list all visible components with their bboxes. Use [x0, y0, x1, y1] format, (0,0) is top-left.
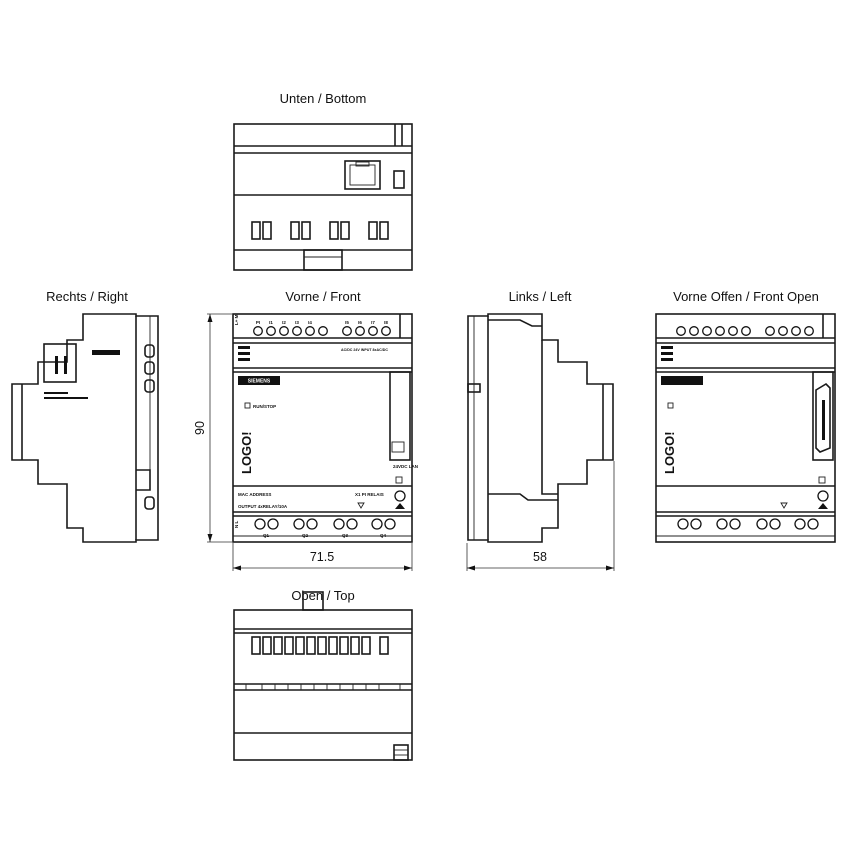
svg-text:Q2: Q2	[302, 533, 309, 538]
svg-text:I8: I8	[384, 320, 388, 325]
bus-label: X1 PI RELAIS	[355, 492, 384, 497]
dimension-width: 71.5	[232, 543, 413, 571]
top-ticks	[261, 684, 380, 690]
svg-text:I1: I1	[269, 320, 273, 325]
svg-text:I7: I7	[371, 320, 375, 325]
label-front-open-view: Vorne Offen / Front Open	[673, 289, 819, 304]
label-bottom-view: Unten / Bottom	[280, 91, 367, 106]
runstop-label: RUN/STOP	[253, 404, 276, 409]
dimension-depth-value: 58	[533, 550, 547, 564]
mac-label: MAC ADDRESS	[238, 492, 271, 497]
front-supply-label: AC/DC 24V INPUT 8xAC/DC	[341, 348, 388, 352]
dimension-height-value: 90	[193, 421, 207, 435]
front-lan-label: 24VDC LAN	[393, 464, 418, 469]
svg-text:PI: PI	[256, 320, 260, 325]
svg-text:I2: I2	[282, 320, 286, 325]
front-input-terminals: L+ M PI I1 I2 I3 I4 I5 I6 I7 I8	[234, 314, 391, 336]
svg-text:L+ M: L+ M	[234, 314, 239, 325]
right-view	[11, 313, 159, 543]
front-cover	[389, 371, 411, 461]
label-front-view: Vorne / Front	[285, 289, 361, 304]
bottom-clips	[251, 221, 389, 240]
svg-text:Q3: Q3	[342, 533, 349, 538]
svg-text:Q4: Q4	[380, 533, 387, 538]
front-output-terminals: N L Q1 Q2 Q3 Q4	[234, 518, 396, 538]
svg-text:I6: I6	[358, 320, 362, 325]
label-right-view: Rechts / Right	[46, 289, 128, 304]
svg-text:Q1: Q1	[263, 533, 270, 538]
front-view: L+ M PI I1 I2 I3 I4 I5 I6 I7 I8 AC/DC 24…	[193, 313, 418, 571]
runstop-led	[244, 402, 251, 409]
top-clips	[251, 636, 389, 655]
svg-text:N L: N L	[234, 521, 239, 529]
siemens-badge	[238, 376, 280, 385]
svg-text:I5: I5	[345, 320, 349, 325]
open-input-terminals	[676, 326, 814, 336]
siemens-brand: SIEMENS	[248, 379, 271, 385]
svg-text:I3: I3	[295, 320, 299, 325]
front-open-view: LOGO!	[655, 313, 836, 543]
dimension-width-value: 71.5	[310, 550, 334, 564]
logo-text: LOGO!	[239, 431, 254, 474]
svg-text:I4: I4	[308, 320, 312, 325]
bottom-view	[233, 123, 413, 271]
left-view	[467, 313, 614, 543]
dimension-depth: 58	[466, 461, 615, 571]
dimension-height: 90	[193, 313, 232, 543]
label-left-view: Links / Left	[509, 289, 572, 304]
top-view	[233, 591, 413, 761]
svg-text:LOGO!: LOGO!	[662, 431, 677, 474]
open-output-terminals	[677, 518, 819, 530]
output-label: OUTPUT 4xRELAY/10A	[238, 504, 288, 509]
